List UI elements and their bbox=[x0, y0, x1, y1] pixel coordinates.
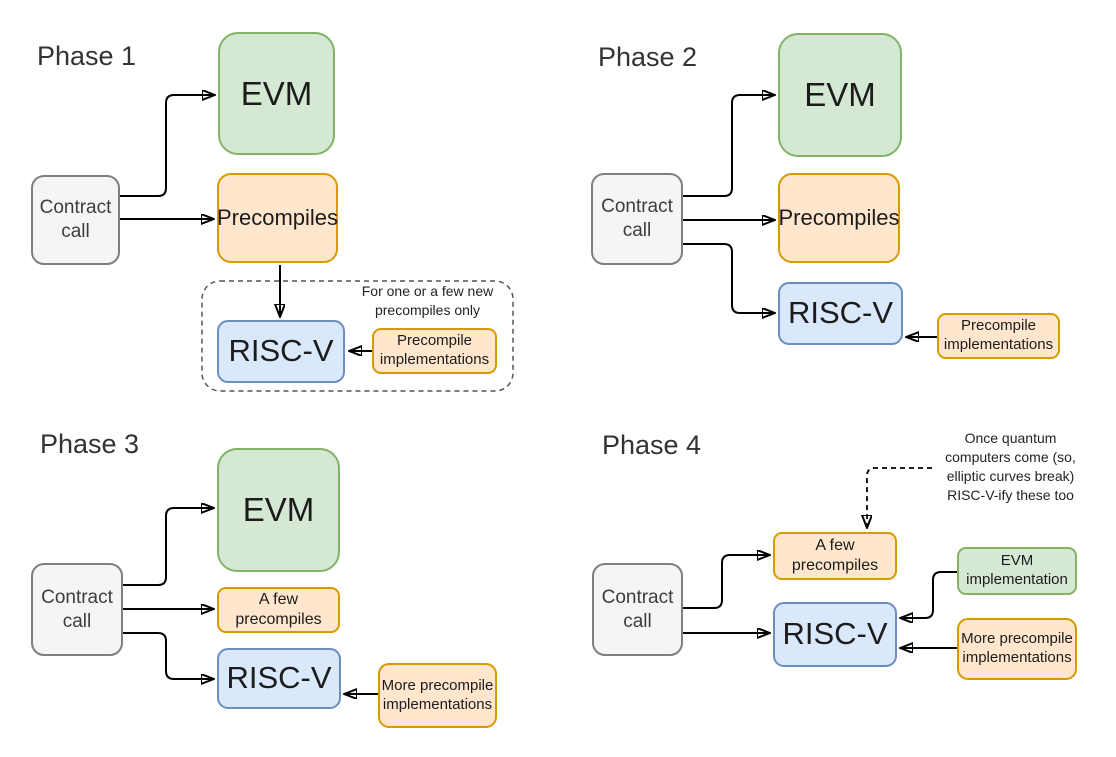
arrow-p2-contract-to-evm bbox=[683, 95, 774, 197]
phase2-title: Phase 2 bbox=[598, 42, 698, 72]
p3-riscv-node: RISC-V bbox=[217, 648, 341, 709]
p4-few-precompiles-node: A few precompiles bbox=[773, 532, 897, 580]
p1-contract-call-node: Contract call bbox=[31, 175, 120, 265]
p4-quantum-note: Once quantum computers come (so, ellipti… bbox=[945, 430, 1076, 503]
p1-riscv-node: RISC-V bbox=[217, 320, 345, 383]
p4-more-precompile-implementations-node: More precompile implementations bbox=[957, 618, 1077, 680]
p2-precompiles-node: Precompiles bbox=[778, 173, 900, 263]
phase4-title: Phase 4 bbox=[602, 430, 702, 460]
p2-riscv-node: RISC-V bbox=[778, 282, 903, 345]
p1-note: For one or a few new precompiles only bbox=[361, 283, 494, 318]
p3-more-precompile-implementations-node: More precompile implementations bbox=[378, 663, 497, 728]
p1-precompiles-node: Precompiles bbox=[217, 173, 338, 263]
p1-precompile-implementations-node: Precompile implementations bbox=[372, 328, 497, 374]
p1-evm-node: EVM bbox=[218, 32, 335, 155]
p4-evm-implementation-node: EVM implementation bbox=[957, 547, 1077, 595]
arrow-p4-evmimpl-to-riscv bbox=[901, 571, 957, 618]
phase3-title: Phase 3 bbox=[40, 429, 140, 459]
p4-riscv-node: RISC-V bbox=[773, 602, 897, 667]
arrow-p2-contract-to-riscv bbox=[683, 243, 774, 313]
p3-evm-node: EVM bbox=[217, 448, 340, 572]
arrow-p4-quantum-note-dashed bbox=[867, 467, 932, 527]
arrow-p1-contract-to-evm bbox=[120, 95, 214, 197]
p2-precompile-implementations-node: Precompile implementations bbox=[937, 313, 1060, 359]
arrow-p4-contract-to-fewprecompiles bbox=[683, 555, 769, 609]
arrow-p3-contract-to-evm bbox=[123, 508, 213, 586]
p3-few-precompiles-node: A few precompiles bbox=[217, 587, 340, 633]
arrow-p3-contract-to-riscv bbox=[123, 632, 213, 679]
p3-contract-call-node: Contract call bbox=[31, 563, 123, 656]
p2-evm-node: EVM bbox=[778, 33, 902, 157]
p2-contract-call-node: Contract call bbox=[591, 173, 683, 265]
p4-contract-call-node: Contract call bbox=[592, 563, 683, 656]
phase1-title: Phase 1 bbox=[37, 41, 137, 71]
